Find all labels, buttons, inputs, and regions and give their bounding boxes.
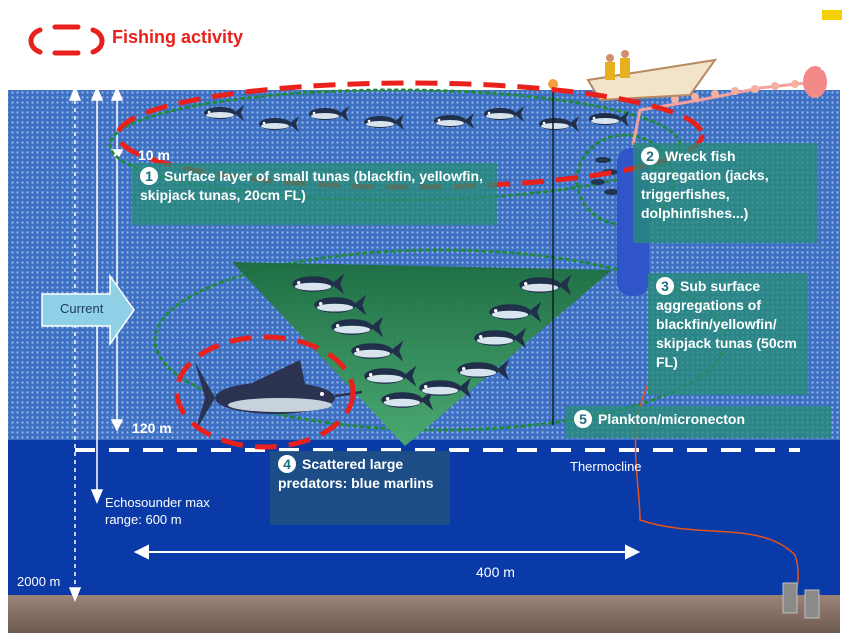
blue-marlin (195, 360, 363, 432)
callout-plankton: 5 Plankton/micronecton (566, 406, 831, 438)
distance-arrow (133, 544, 641, 560)
distance-label: 400 m (476, 564, 515, 580)
echosounder-label: Echosounder max range: 600 m (105, 494, 210, 528)
callout-text-3: Sub surface aggregations of blackfin/yel… (656, 278, 797, 370)
echosounder-line2: range: 600 m (105, 512, 182, 527)
callout-number-3: 3 (656, 277, 674, 295)
current-arrow (41, 273, 135, 347)
depth-label-2000m: 2000 m (17, 574, 61, 589)
depth-label-120m: 120 m (132, 420, 172, 436)
callout-text-4: Scattered large predators: blue marlins (278, 456, 434, 491)
handline (548, 79, 558, 425)
callout-number-4: 4 (278, 455, 296, 473)
callout-text-2: Wreck fish aggregation (jacks, triggerfi… (641, 148, 769, 221)
callout-text-1: Surface layer of small tunas (blackfin, … (140, 168, 483, 203)
echosounder-line1: Echosounder max (105, 495, 210, 510)
callout-number-5: 5 (574, 410, 592, 428)
callout-text-5: Plankton/micronecton (598, 411, 746, 427)
fishing-activity-outlines (115, 80, 705, 450)
anchor-weights (634, 379, 820, 619)
legend-symbol (28, 24, 105, 56)
seabed (8, 595, 840, 633)
legend-label: Fishing activity (112, 27, 244, 47)
thermocline-label: Thermocline (570, 459, 642, 474)
depth-label-10m: 10 m (138, 147, 170, 163)
callout-number-1: 1 (140, 167, 158, 185)
callout-number-2: 2 (641, 147, 659, 165)
current-label: Current (60, 301, 104, 316)
